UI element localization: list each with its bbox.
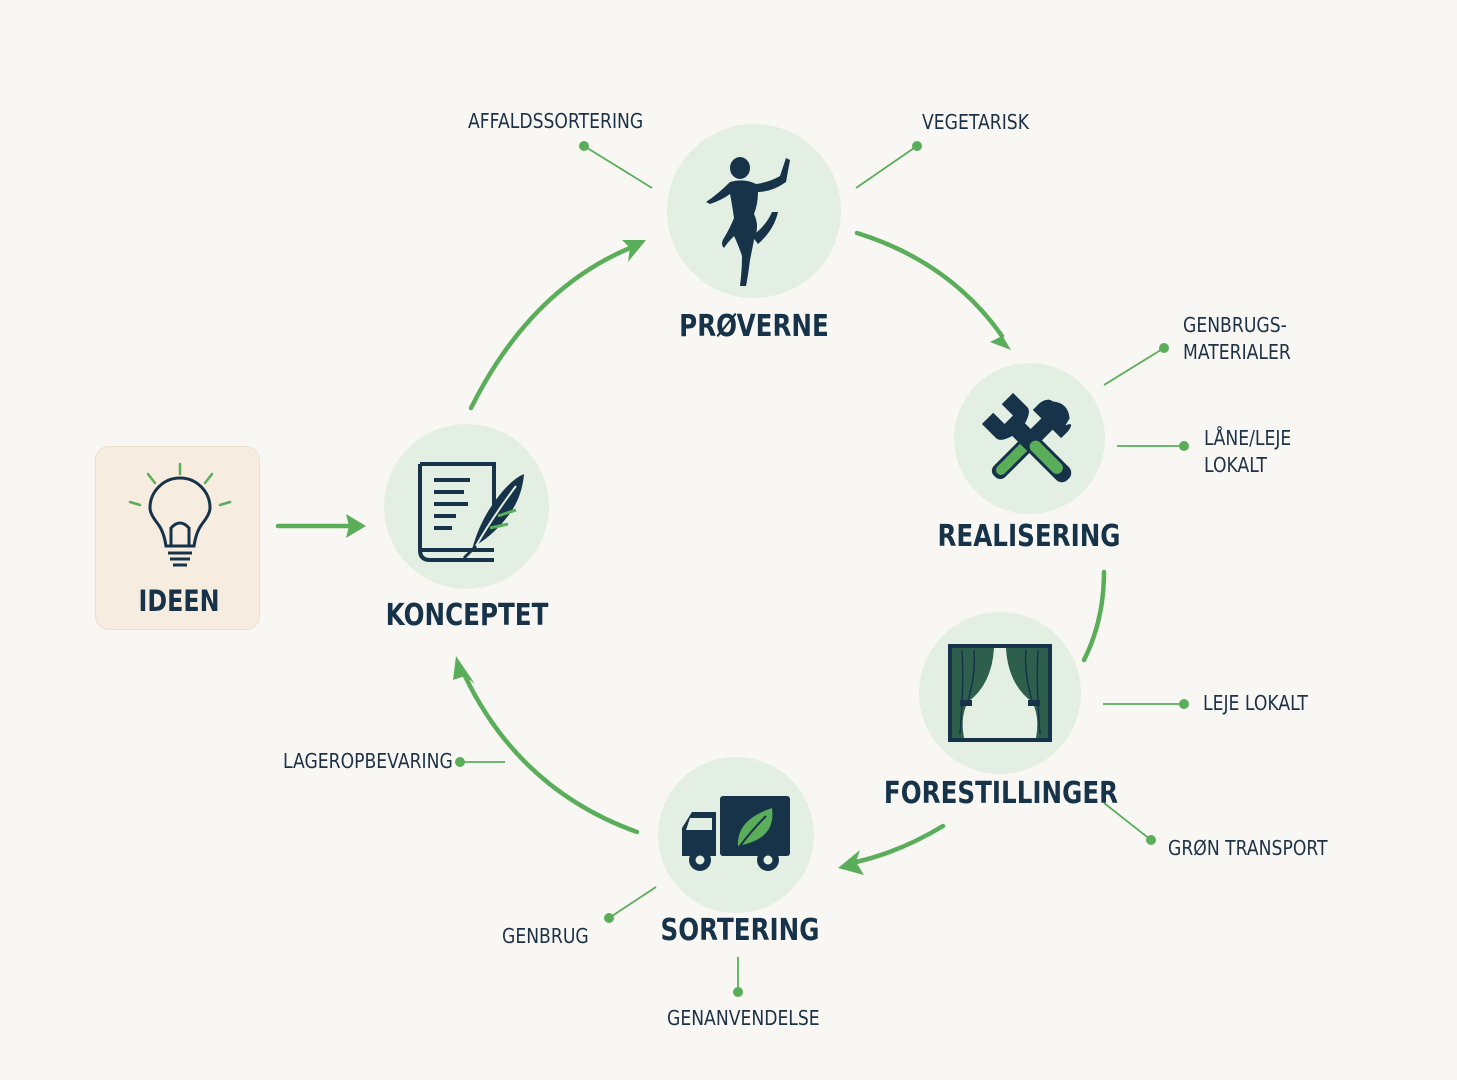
- note-lageropbevaring: LAGEROPBEVARING: [283, 749, 453, 773]
- arrowhead-konceptet-proverne: [622, 240, 646, 262]
- arrowhead-ideen-konceptet: [346, 514, 366, 538]
- arrowhead-proverne-realisering: [990, 325, 1011, 350]
- arrow-realisering-forestillinger: [1081, 569, 1107, 663]
- note-groen-transport: GRØN TRANSPORT: [1168, 836, 1328, 860]
- leader-vegetarisk: [855, 145, 918, 189]
- arrow-forestillinger-sortering: [853, 823, 946, 865]
- dot-vegetarisk: [912, 141, 922, 151]
- note-affaldssortering: AFFALDSSORTERING: [468, 109, 644, 133]
- arrowhead-sortering-konceptet: [453, 656, 475, 684]
- dot-genanvendelse: [733, 987, 743, 997]
- arrow-proverne-realisering: [854, 230, 1005, 339]
- dot-genbrugsmaterialer: [1159, 343, 1169, 353]
- dancer-icon: [706, 157, 790, 286]
- stage-label-ideen: IDEEN: [138, 584, 220, 618]
- leader-genbrug: [608, 886, 657, 919]
- leader-affaldssortering: [583, 145, 653, 189]
- stage-label-konceptet: KONCEPTET: [385, 598, 549, 633]
- stage-label-sortering: SORTERING: [660, 913, 820, 948]
- stage-label-realisering: REALISERING: [937, 519, 1121, 554]
- note-genanvendelse: GENANVENDELSE: [667, 1006, 820, 1030]
- stage-label-proverne: PRØVERNE: [679, 309, 829, 344]
- dot-groen-transport: [1146, 835, 1156, 845]
- arrow-sortering-konceptet: [462, 673, 640, 835]
- curtains-icon: [948, 644, 1052, 742]
- note-laane-leje-lokalt: LÅNE/LEJE LOKALT: [1204, 426, 1292, 477]
- hammer-wrench-icon: [981, 393, 1072, 483]
- lightbulb-icon: [128, 462, 232, 567]
- arrow-konceptet-proverne: [468, 245, 633, 411]
- truck-leaf-icon: [682, 796, 790, 871]
- leader-genbrugsmaterialer: [1103, 347, 1165, 386]
- stage-label-forestillinger: FORESTILLINGER: [883, 776, 1119, 811]
- dot-leje-lokalt: [1179, 699, 1189, 709]
- note-leje-lokalt: LEJE LOKALT: [1203, 691, 1308, 715]
- dot-lageropbevaring: [455, 757, 465, 767]
- note-genbrug: GENBRUG: [502, 924, 589, 948]
- dot-affaldssortering: [579, 141, 589, 151]
- document-quill-icon: [418, 462, 524, 562]
- arrowhead-forestillinger-sortering: [838, 850, 864, 875]
- forestillinger-circle: [919, 612, 1081, 774]
- note-genbrugsmaterialer: GENBRUGS- MATERIALER: [1183, 313, 1291, 364]
- dot-laane-leje: [1179, 441, 1189, 451]
- dot-genbrug: [604, 913, 614, 923]
- note-vegetarisk: VEGETARISK: [922, 110, 1029, 134]
- leader-groen-transport: [1103, 802, 1152, 841]
